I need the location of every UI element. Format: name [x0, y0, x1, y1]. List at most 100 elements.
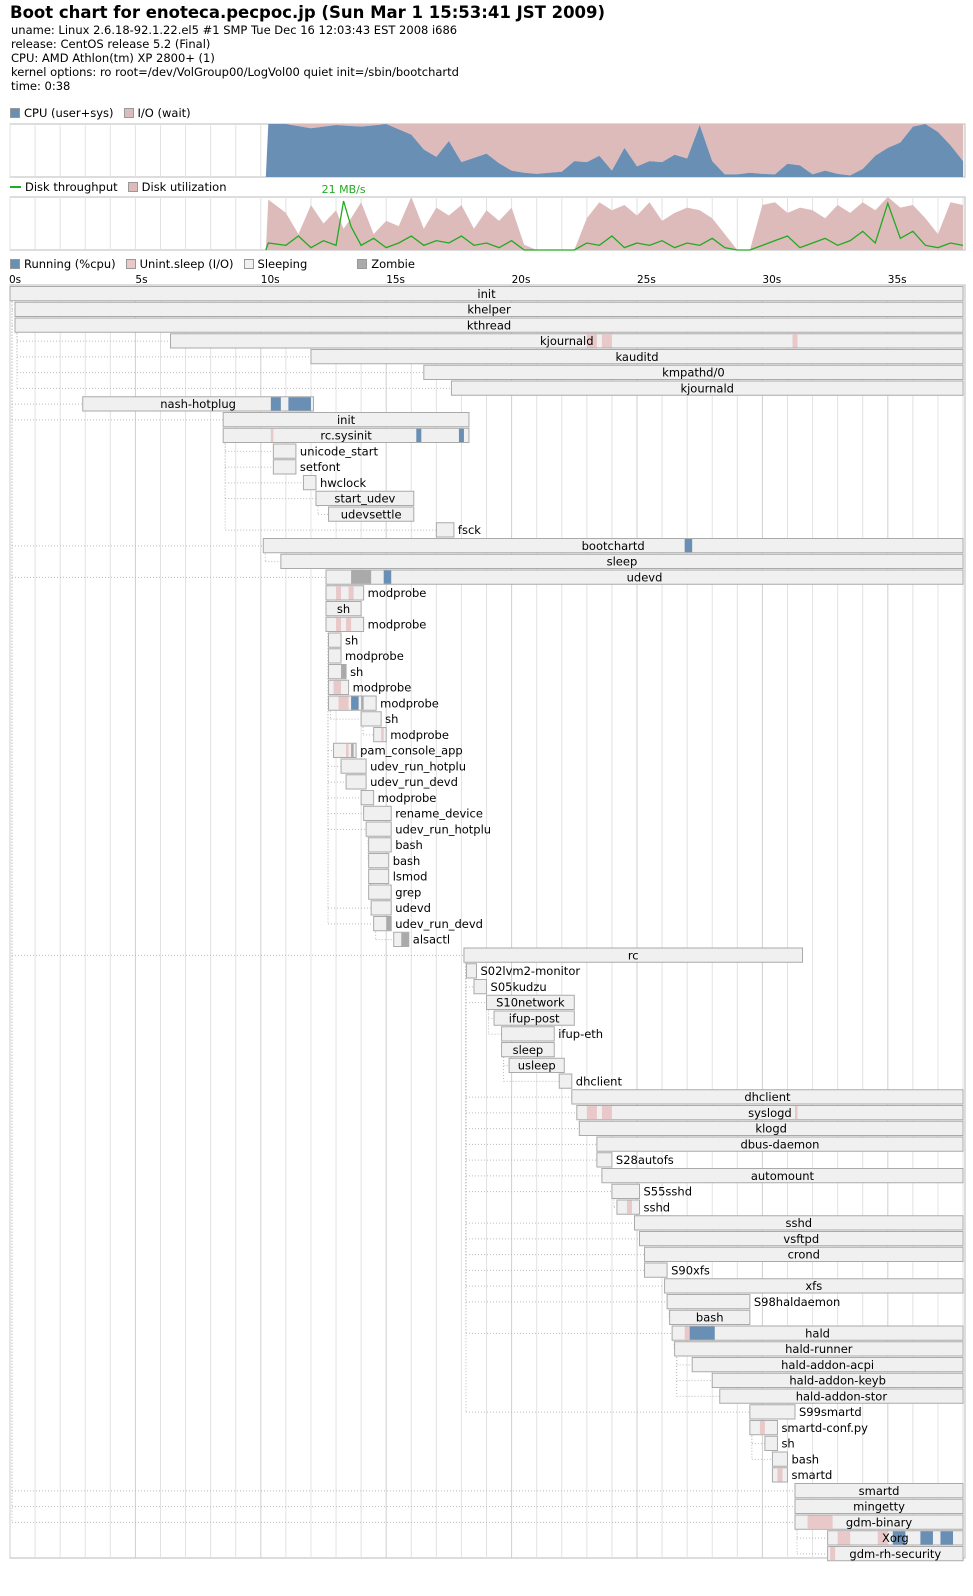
process-label: S90xfs	[671, 1263, 710, 1277]
running-swatch	[10, 259, 20, 269]
release-text: release: CentOS release 5.2 (Final)	[11, 37, 211, 51]
process-cpu-segment	[458, 428, 464, 442]
process-bar	[315, 490, 415, 506]
process-label: bash	[393, 854, 421, 868]
process-label: init	[337, 413, 356, 427]
process-bar	[368, 837, 392, 853]
process-label: sh	[781, 1437, 794, 1451]
process-label: modprobe	[368, 586, 427, 600]
process-label: syslogd	[748, 1106, 792, 1120]
disk-legend: Disk throughput Disk utilization	[10, 180, 227, 194]
process-cpu-segment	[270, 397, 281, 411]
process-cpu-segment	[416, 428, 422, 442]
process-io-segment	[336, 617, 342, 631]
process-bar	[794, 1514, 964, 1530]
process-label: ifup-eth	[558, 1027, 603, 1041]
process-bar	[423, 364, 964, 380]
process-label: mingetty	[853, 1500, 905, 1514]
process-label: pam_console_app	[360, 744, 463, 758]
process-io-segment	[792, 334, 798, 348]
process-bar	[368, 853, 390, 869]
throughput-line-icon	[10, 186, 21, 188]
legend-zombie-label: Zombie	[371, 257, 415, 271]
process-bar	[473, 979, 488, 995]
process-bar	[222, 412, 470, 428]
process-bar	[363, 805, 392, 821]
cpu-swatch	[10, 108, 20, 118]
process-label: S02lvm2-monitor	[480, 964, 580, 978]
process-label: hwclock	[320, 476, 367, 490]
process-bar	[450, 380, 964, 396]
process-bar	[280, 553, 964, 569]
boot-time-text: time: 0:38	[11, 79, 71, 93]
process-bar	[328, 648, 342, 664]
process-label: modprobe	[368, 618, 427, 632]
process-bar	[794, 1498, 964, 1514]
process-bar	[771, 1451, 788, 1467]
process-label: udev_run_hotplu	[395, 822, 491, 836]
process-cpu-segment	[684, 539, 693, 553]
process-cpu-segment	[351, 696, 359, 710]
process-io-segment	[684, 1326, 690, 1340]
process-label: S99smartd	[799, 1405, 862, 1419]
process-bar	[493, 1010, 575, 1026]
process-label: hald-runner	[785, 1342, 853, 1356]
process-io-segment	[877, 1531, 888, 1545]
process-label: S28autofs	[616, 1153, 674, 1167]
tick-label: 0s	[9, 274, 21, 286]
process-bar	[333, 742, 357, 758]
process-bar	[368, 868, 390, 884]
process-label: S55sshd	[644, 1185, 693, 1199]
cpu-io-legend: CPU (user+sys) I/O (wait)	[10, 106, 191, 120]
process-bar	[611, 1183, 641, 1199]
process-legend: Running (%cpu) Unint.sleep (I/O) Sleepin…	[10, 257, 415, 271]
process-zombie-segment	[341, 665, 347, 679]
process-label: sh	[337, 602, 350, 616]
process-zombie-segment	[361, 696, 364, 710]
process-bar	[794, 1483, 964, 1499]
sleeping-swatch	[243, 259, 254, 269]
process-label: kjournald	[540, 334, 594, 348]
tick-label: 5s	[135, 274, 147, 286]
process-bar	[596, 1136, 964, 1152]
process-label: sh	[385, 712, 398, 726]
process-bar	[669, 1309, 751, 1325]
process-bar	[368, 884, 392, 900]
process-label: alsactl	[413, 933, 450, 947]
process-io-segment	[795, 1106, 798, 1120]
process-label: klogd	[755, 1122, 787, 1136]
tick-label: 15s	[386, 274, 405, 286]
process-label: init	[477, 287, 496, 301]
process-zombie-segment	[351, 570, 372, 584]
process-bar	[272, 459, 297, 475]
process-label: nash-hotplug	[160, 397, 236, 411]
process-bar	[262, 538, 964, 554]
process-io-segment	[626, 1200, 632, 1214]
process-label: khelper	[467, 303, 511, 317]
process-label: grep	[395, 885, 421, 899]
process-label: udev_run_devd	[395, 917, 483, 931]
process-label: modprobe	[378, 791, 437, 805]
process-bar	[719, 1388, 964, 1404]
process-bar	[463, 947, 804, 963]
process-bar	[14, 301, 964, 317]
process-label: hald-addon-acpi	[781, 1358, 874, 1372]
process-bar	[302, 475, 317, 491]
process-label: sh	[350, 665, 363, 679]
process-label: hald-addon-keyb	[789, 1374, 886, 1388]
process-bar	[82, 396, 314, 412]
process-io-segment	[586, 1106, 597, 1120]
legend-throughput-label: Disk throughput	[25, 180, 118, 194]
process-label: modprobe	[353, 681, 412, 695]
process-label: hald-addon-stor	[796, 1389, 888, 1403]
process-label: lsmod	[393, 870, 428, 884]
process-bar	[674, 1341, 964, 1357]
process-label: sleep	[513, 1043, 544, 1057]
process-io-segment	[333, 680, 342, 694]
process-io-segment	[346, 617, 352, 631]
process-bar	[633, 1215, 964, 1231]
process-label: crond	[788, 1248, 820, 1262]
process-label: smartd	[859, 1484, 900, 1498]
process-io-segment	[336, 586, 342, 600]
process-bar	[325, 585, 365, 601]
